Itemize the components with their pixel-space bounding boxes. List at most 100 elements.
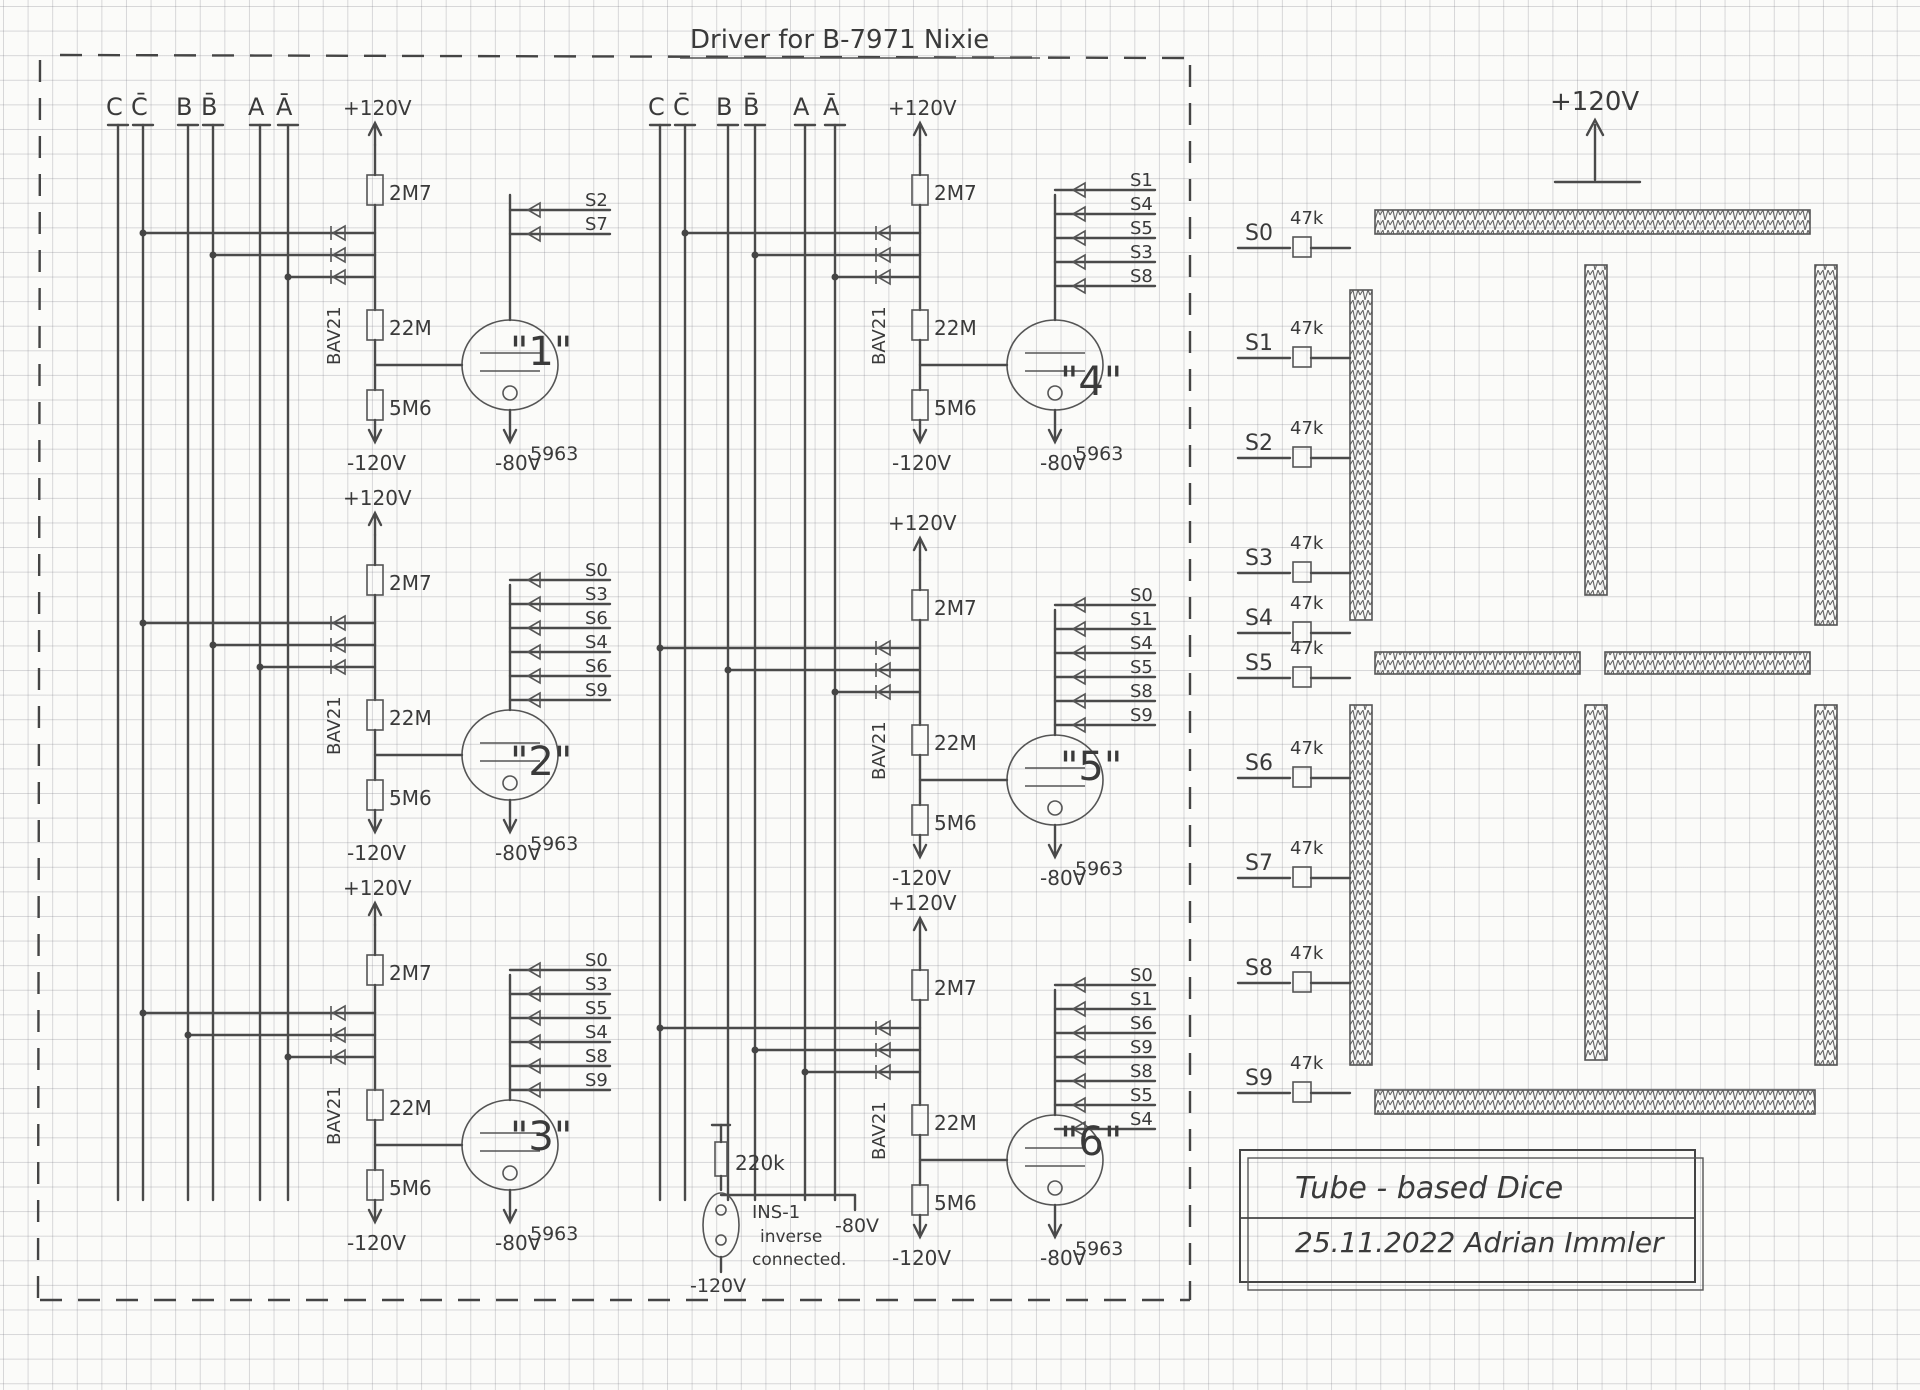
supply-pos-label: +120V <box>343 96 412 120</box>
diode-icon <box>876 683 891 701</box>
segment-top <box>1374 209 1811 235</box>
resistor <box>1292 236 1312 258</box>
segment-lower-right <box>1814 704 1838 1066</box>
segment-line-label: S7 <box>585 214 608 235</box>
resistor <box>911 804 929 836</box>
diode-icon <box>876 661 891 679</box>
segment-line-label: S8 <box>1130 266 1153 287</box>
segment-line-label: S4 <box>1130 194 1153 215</box>
diode-icon <box>331 224 346 242</box>
resistor <box>366 309 384 341</box>
bus-label: Ā <box>276 92 293 121</box>
segment-line-label: S5 <box>1130 1085 1153 1106</box>
segment-line-label: S0 <box>1130 585 1153 606</box>
resistor-label: 5M6 <box>389 1176 432 1200</box>
resistor-label: 47k <box>1290 943 1324 964</box>
bus-label: C̄ <box>673 92 690 121</box>
supply-pos-label: +120V <box>343 486 412 510</box>
segment-line-label: S9 <box>585 1070 608 1091</box>
supply-pos-label: +120V <box>888 891 957 915</box>
tube-label: 5963 <box>1075 858 1123 880</box>
resistor-label: 22M <box>389 1096 432 1120</box>
tube-label: 5963 <box>530 1223 578 1245</box>
supply-neg-label: -120V <box>347 451 406 475</box>
resistor <box>366 954 384 986</box>
segment-mid-left <box>1374 651 1581 675</box>
neon-note-2: connected. <box>752 1250 846 1270</box>
resistor <box>911 389 929 421</box>
diode-icon <box>1071 668 1086 686</box>
segment-line-label: S4 <box>585 1022 608 1043</box>
neon-tube-label: INS-1 <box>752 1202 800 1223</box>
digit-label: "1" <box>510 329 572 375</box>
segment-input-label: S5 <box>1245 651 1273 676</box>
diode-icon <box>876 1041 891 1059</box>
digit-label: "3" <box>510 1114 572 1160</box>
diode-icon <box>526 691 541 709</box>
diode-label: BAV21 <box>869 721 890 780</box>
display-supply-label: +120V <box>1550 87 1639 117</box>
tube-label: 5963 <box>1075 1238 1123 1260</box>
segment-line-label: S8 <box>1130 681 1153 702</box>
segment-line-label: S3 <box>585 974 608 995</box>
diode-icon <box>1071 1096 1086 1114</box>
diode-icon <box>1071 976 1086 994</box>
bus-label: C <box>106 93 123 121</box>
segment-line-label: S4 <box>1130 633 1153 654</box>
resistor <box>366 699 384 731</box>
digit-label: "5" <box>1060 744 1122 790</box>
resistor-label: 2M7 <box>934 181 977 205</box>
seven-seg-display: +120V S047kS147kS247kS347kS447kS547kS647… <box>1236 87 1838 1115</box>
resistor-label: 47k <box>1290 418 1324 439</box>
supply-neg-label: -120V <box>347 1231 406 1255</box>
segment-upper-right <box>1814 264 1838 626</box>
resistor <box>1292 561 1312 583</box>
supply-pos-label: +120V <box>888 96 957 120</box>
segment-upper-left <box>1349 289 1373 621</box>
grid-supply-label: -80V <box>1040 866 1087 890</box>
grid-supply-label: -80V <box>1040 1246 1087 1270</box>
resistor-label: 47k <box>1290 208 1324 229</box>
resistor <box>911 174 929 206</box>
resistor-label: 5M6 <box>934 1191 977 1215</box>
digit-label: "4" <box>1060 359 1122 405</box>
resistor <box>1292 766 1312 788</box>
diode-icon <box>876 246 891 264</box>
diode-icon <box>1071 205 1086 223</box>
resistor <box>366 779 384 811</box>
resistor-label: 5M6 <box>389 396 432 420</box>
resistor-label: 2M7 <box>389 181 432 205</box>
diode-icon <box>1071 692 1086 710</box>
segment-input-label: S7 <box>1245 851 1273 876</box>
diode-label: BAV21 <box>869 306 890 365</box>
resistor <box>1292 666 1312 688</box>
neon-resistor-label: 220k <box>735 1151 785 1175</box>
segment-input-label: S6 <box>1245 751 1273 776</box>
resistor <box>911 309 929 341</box>
diode-icon <box>1071 181 1086 199</box>
segment-line-label: S6 <box>585 608 608 629</box>
diode-icon <box>1071 253 1086 271</box>
resistor-label: 47k <box>1290 533 1324 554</box>
diode-icon <box>526 961 541 979</box>
neon-indicator: 220k INS-1 inverse connected. -80V -120V <box>690 1123 879 1297</box>
diode-icon <box>1071 229 1086 247</box>
segment-line-label: S9 <box>1130 705 1153 726</box>
segment-line-label: S5 <box>1130 657 1153 678</box>
segment-line-label: S3 <box>585 584 608 605</box>
digit-label: "2" <box>510 739 572 785</box>
diode-icon <box>331 1048 346 1066</box>
diode-icon <box>1071 716 1086 734</box>
segment-line-label: S3 <box>1130 242 1153 263</box>
diode-icon <box>526 1009 541 1027</box>
schematic-title: Driver for B-7971 Nixie <box>690 25 989 55</box>
resistor <box>1292 346 1312 368</box>
segment-line-label: S8 <box>585 1046 608 1067</box>
